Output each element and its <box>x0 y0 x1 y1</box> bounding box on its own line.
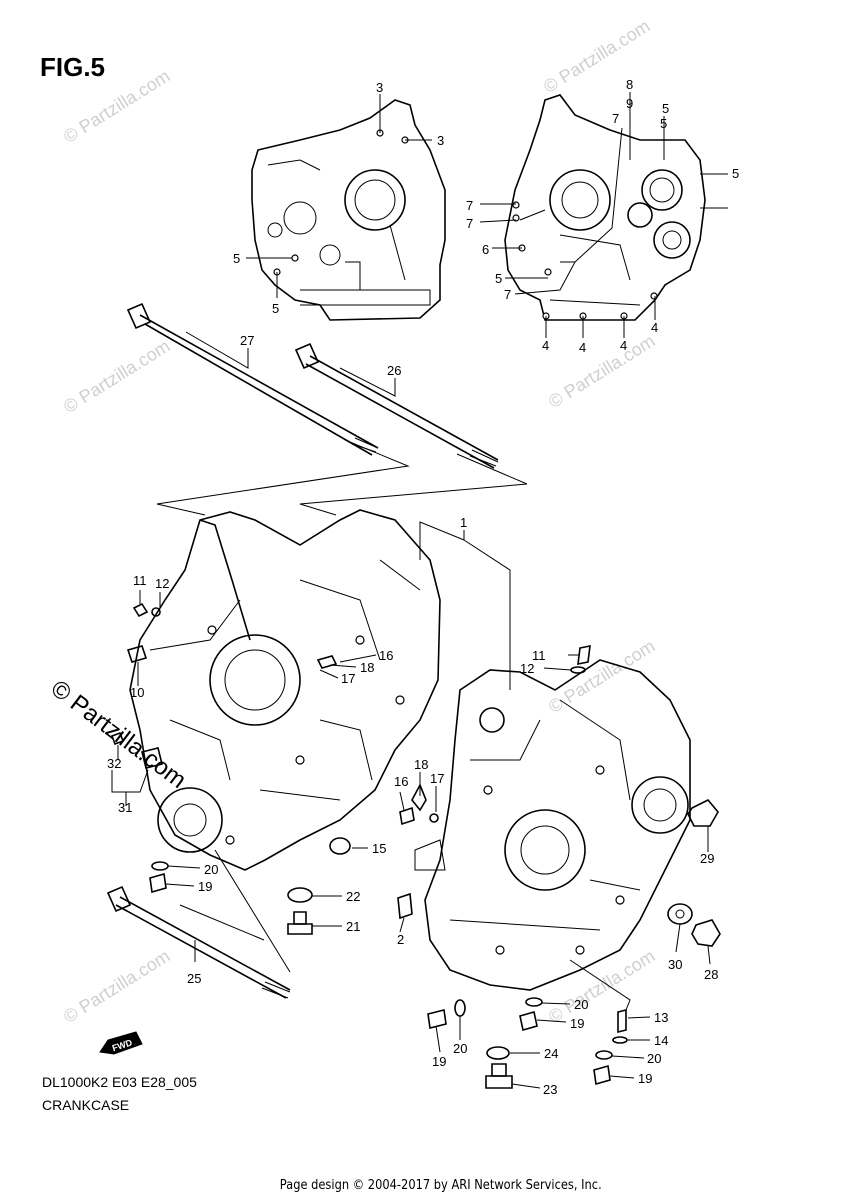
callout-20: 20 <box>204 862 218 877</box>
callout-12: 12 <box>520 661 534 676</box>
callout-6: 6 <box>482 242 489 257</box>
upper-right-crankcase-view <box>504 94 706 321</box>
callout-5: 5 <box>495 271 502 286</box>
model-code: DL1000K2 E03 E28_005 <box>42 1074 197 1090</box>
callout-5: 5 <box>233 251 240 266</box>
callout-2: 2 <box>397 932 404 947</box>
figure-name: CRANKCASE <box>42 1097 130 1113</box>
callout-23: 23 <box>543 1082 557 1097</box>
callout-27: 27 <box>240 333 254 348</box>
callout-1: 1 <box>460 515 467 530</box>
bolt-26 <box>294 342 499 469</box>
callout-17: 17 <box>341 671 355 686</box>
footer-credit: Page design © 2004-2017 by ARI Network S… <box>279 1178 602 1193</box>
callout-labels: 3 3 5 5 8 9 7 5 5 5 7 7 6 5 7 4 4 4 4 27… <box>107 77 739 1097</box>
callout-7: 7 <box>612 111 619 126</box>
callout-30: 30 <box>668 957 682 972</box>
callout-3: 3 <box>376 80 383 95</box>
callout-7: 7 <box>504 287 511 302</box>
callout-20: 20 <box>647 1051 661 1066</box>
callout-20: 20 <box>574 997 588 1012</box>
callout-5: 5 <box>662 101 669 116</box>
callout-4: 4 <box>620 338 627 353</box>
callout-32: 32 <box>107 756 121 771</box>
left-crankcase-main <box>129 509 441 871</box>
callout-18: 18 <box>360 660 374 675</box>
callout-8: 8 <box>626 77 633 92</box>
callout-22: 22 <box>346 889 360 904</box>
callout-19: 19 <box>432 1054 446 1069</box>
callout-4: 4 <box>579 340 586 355</box>
callout-12: 12 <box>155 576 169 591</box>
assembly-line <box>156 439 528 516</box>
callout-25: 25 <box>187 971 201 986</box>
callout-5: 5 <box>660 116 667 131</box>
callout-21: 21 <box>346 919 360 934</box>
assembly-line <box>179 849 291 973</box>
callout-20: 20 <box>453 1041 467 1056</box>
callout-16: 16 <box>394 774 408 789</box>
callout-5: 5 <box>272 301 279 316</box>
callout-4: 4 <box>651 320 658 335</box>
callout-19: 19 <box>638 1071 652 1086</box>
callout-11: 11 <box>133 573 147 588</box>
callout-29: 29 <box>700 851 714 866</box>
callout-15: 15 <box>372 841 386 856</box>
callout-26: 26 <box>387 363 401 378</box>
callout-9: 9 <box>626 96 633 111</box>
small-hardware <box>110 602 721 1089</box>
callout-4: 4 <box>542 338 549 353</box>
callout-24: 24 <box>544 1046 558 1061</box>
callout-5: 5 <box>732 166 739 181</box>
callout-17: 17 <box>430 771 444 786</box>
callout-28: 28 <box>704 967 718 982</box>
callout-16: 16 <box>379 648 393 663</box>
figure-title: FIG.5 <box>40 52 106 82</box>
callout-7: 7 <box>466 216 473 231</box>
callout-31: 31 <box>118 800 132 815</box>
callout-14: 14 <box>654 1033 668 1048</box>
leader-lines <box>111 92 728 1089</box>
bolt-27 <box>126 302 379 456</box>
callout-13: 13 <box>654 1010 668 1025</box>
callout-11: 11 <box>532 648 546 663</box>
upper-left-crankcase-view <box>251 99 446 321</box>
right-crankcase-main <box>414 659 691 991</box>
bolt-25 <box>106 885 291 999</box>
callout-7: 7 <box>466 198 473 213</box>
callout-19: 19 <box>198 879 212 894</box>
callout-19: 19 <box>570 1016 584 1031</box>
callout-10: 10 <box>130 685 144 700</box>
forward-arrow-icon: FWD <box>99 1031 143 1055</box>
callout-18: 18 <box>414 757 428 772</box>
callout-3: 3 <box>437 133 444 148</box>
